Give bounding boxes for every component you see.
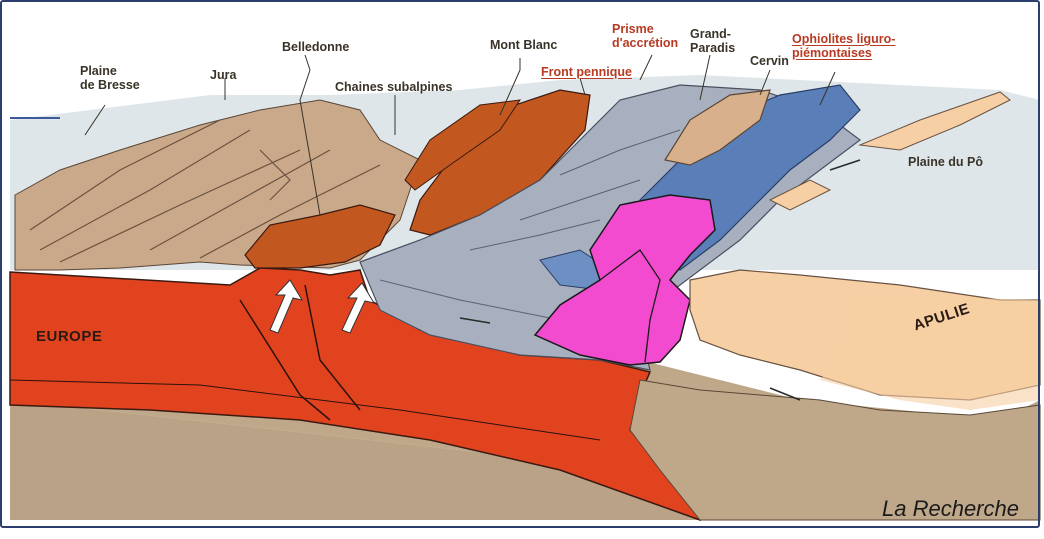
label-belledonne: Belledonne [282, 40, 349, 54]
label-cervin: Cervin [750, 54, 789, 68]
label-europe: EUROPE [36, 330, 102, 344]
label-plaine-bresse: Plaine de Bresse [80, 64, 140, 92]
label-chaines-subalpines: Chaines subalpines [335, 80, 452, 94]
label-ophiolites: Ophiolites liguro- piémontaises [792, 32, 895, 60]
credit-la-recherche: La Recherche [882, 496, 1019, 522]
label-jura: Jura [210, 68, 236, 82]
label-front-pennique: Front pennique [541, 65, 632, 79]
label-plaine-po: Plaine du Pô [908, 155, 983, 169]
label-prisme-accretion: Prisme d'accrétion [612, 22, 678, 50]
label-mont-blanc: Mont Blanc [490, 38, 557, 52]
label-grand-paradis: Grand- Paradis [690, 27, 735, 55]
